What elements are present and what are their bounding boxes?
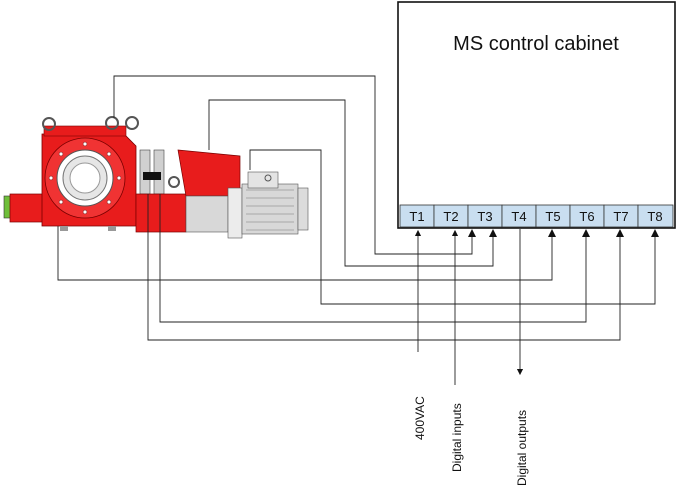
terminal-label-t6: T6 [579,209,594,224]
terminal-label-t4: T4 [511,209,526,224]
terminal-label-t1: T1 [409,209,424,224]
machine-illustration [3,116,309,239]
terminal-label-t5: T5 [545,209,560,224]
cabinet-title: MS control cabinet [453,33,619,55]
wire-sensor-t7 [147,194,621,341]
wire-housing-t3 [113,75,473,255]
terminal-t8 [637,204,674,228]
wiring [57,75,659,385]
wire-gear-t3 [208,99,494,267]
terminal-label-t3: T3 [477,209,492,224]
terminal-arrows [468,229,659,237]
terminal-label-t2: T2 [443,209,458,224]
digital-outputs-label: Digital outputs [515,410,529,486]
wire-motor-t8 [249,149,656,305]
wire-sensor-t6 [159,194,587,323]
wire-base-t5 [57,226,553,281]
control-cabinet: MS control cabinet T1 T2 T3 T4 T5 T6 T7 … [397,1,676,229]
terminal-label-t7: T7 [613,209,628,224]
digital-inputs-label: Digital inputs [450,403,464,472]
supply-label: 400VAC [413,396,427,440]
terminal-strip: T1 T2 T3 T4 T5 T6 T7 T8 [399,204,674,228]
terminal-label-t8: T8 [647,209,662,224]
